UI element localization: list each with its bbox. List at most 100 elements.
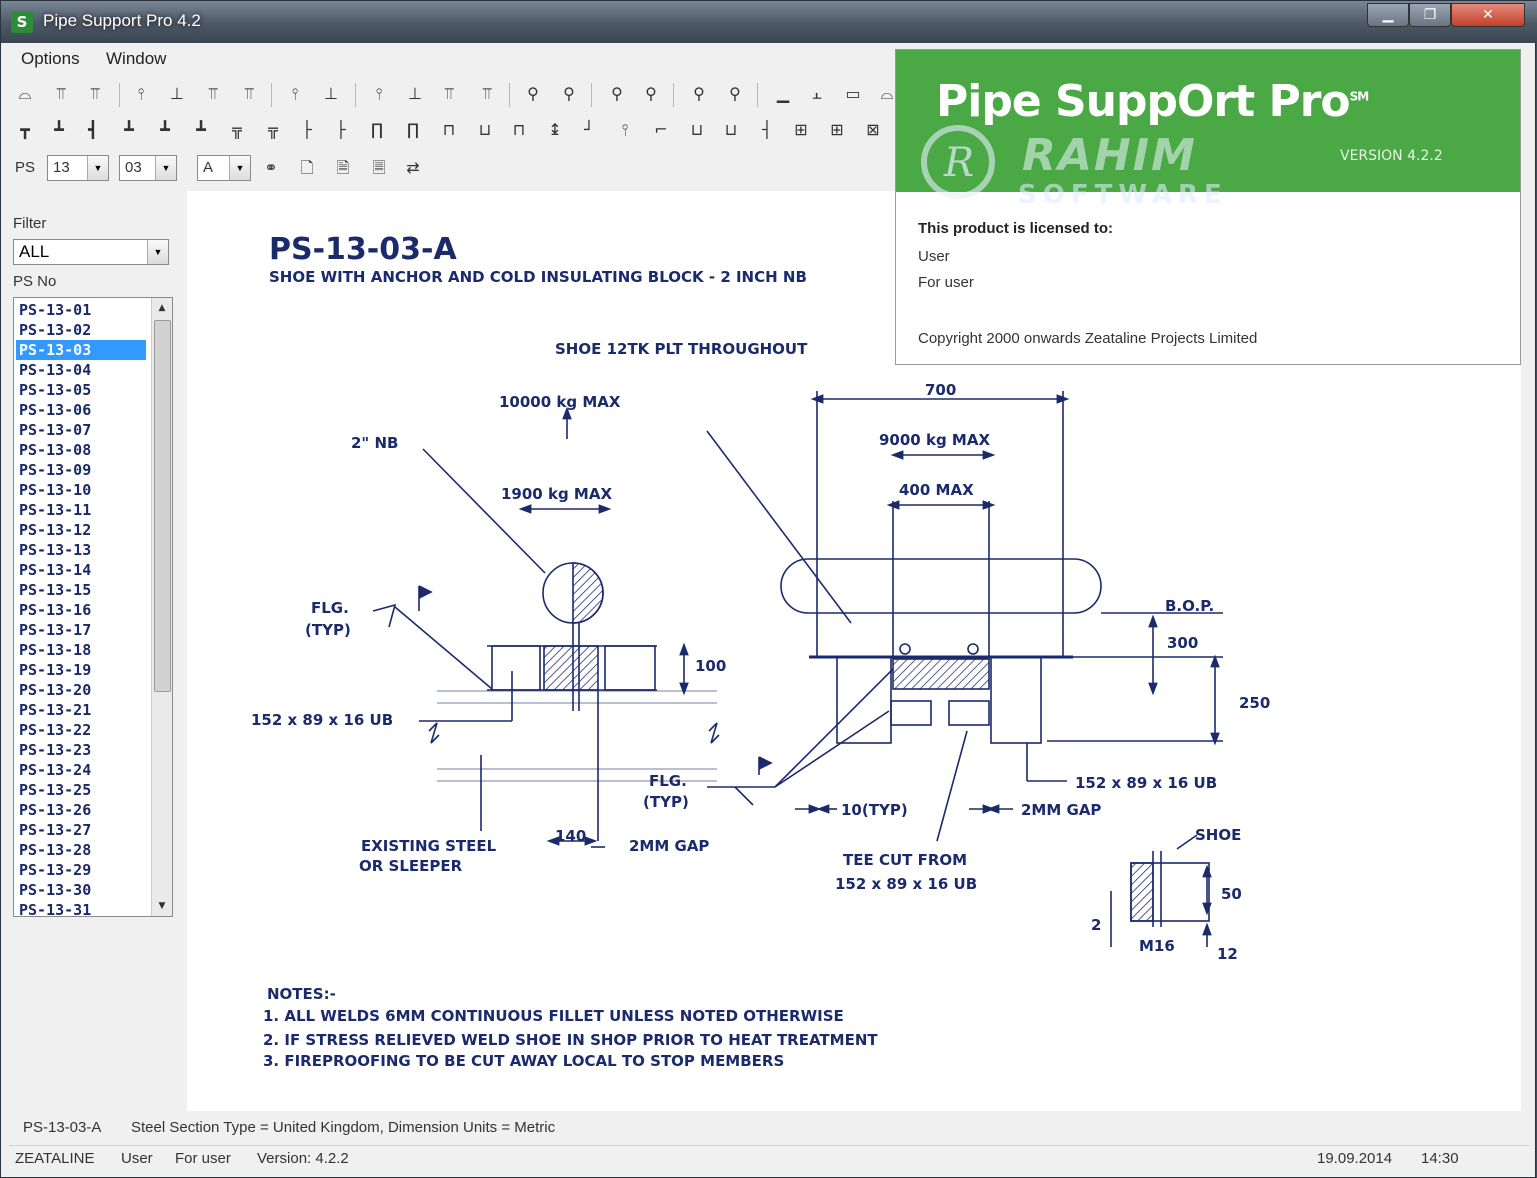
ps-list-item[interactable]: PS-13-21 <box>19 701 92 719</box>
ps-list-item[interactable]: PS-13-23 <box>19 741 92 759</box>
frame-base-3-icon[interactable]: ┻ <box>196 120 206 139</box>
frame-strut-icon[interactable]: ⌐ <box>654 120 668 139</box>
support-anchor-selected-icon[interactable]: ⫪ <box>482 84 492 103</box>
support-spring-double-icon[interactable]: ⚲ <box>563 84 575 103</box>
frame-strut-3-icon[interactable]: ⊔ <box>724 120 738 139</box>
frame-portal-2-icon[interactable]: ∏ <box>406 120 420 139</box>
frame-clamp-icon[interactable]: ⊞ <box>794 120 808 139</box>
ps-list-item[interactable]: PS-13-12 <box>19 521 92 539</box>
chevron-down-icon[interactable]: ▼ <box>229 156 250 180</box>
ps-list-item[interactable]: PS-13-30 <box>19 881 92 899</box>
frame-base-2-icon[interactable]: ┻ <box>160 120 170 139</box>
ps-list-item[interactable]: PS-13-08 <box>19 441 92 459</box>
support-shoe-icon[interactable]: ⫪ <box>208 84 218 103</box>
support-block-icon[interactable]: ▭ <box>845 84 861 103</box>
frame-cantilever-icon[interactable]: ├ <box>302 120 312 139</box>
support-anchor-icon[interactable]: ⫪ <box>444 84 454 103</box>
frame-box-3-icon[interactable]: ⊓ <box>512 120 526 139</box>
list-scrollbar[interactable]: ▲ ▼ <box>151 298 172 916</box>
frame-rod-icon[interactable]: ↨ <box>548 120 562 139</box>
ps-list-item[interactable]: PS-13-27 <box>19 821 92 839</box>
close-button[interactable]: ✕ <box>1451 3 1525 27</box>
ps-list-item[interactable]: PS-13-04 <box>19 361 92 379</box>
ps-list-item[interactable]: PS-13-06 <box>19 401 92 419</box>
ps-list-item[interactable]: PS-13-26 <box>19 801 92 819</box>
support-shoe-double-icon[interactable]: ⫪ <box>244 84 254 103</box>
frame-goalpost-2-icon[interactable]: ╦ <box>268 120 278 139</box>
ps-variant-select[interactable]: A ▼ <box>197 155 251 181</box>
frame-hanger-icon[interactable]: ┤ <box>762 120 772 139</box>
frame-rod-3-icon[interactable]: ⫯ <box>621 120 629 139</box>
find-binoculars-icon[interactable]: ⚭ <box>264 158 278 177</box>
frame-clamp-2-icon[interactable]: ⊞ <box>830 120 844 139</box>
ps-list-item[interactable]: PS-13-22 <box>19 721 92 739</box>
frame-portal-icon[interactable]: ∏ <box>370 120 384 139</box>
frame-post-icon[interactable]: ┻ <box>54 120 64 139</box>
support-constant-icon[interactable]: ⚲ <box>693 84 705 103</box>
ps-number-select[interactable]: 03 ▼ <box>119 155 177 181</box>
support-constant-double-icon[interactable]: ⚲ <box>729 84 741 103</box>
chevron-down-icon[interactable]: ▼ <box>87 156 108 180</box>
minimize-button[interactable]: ▁ <box>1367 3 1409 27</box>
frame-box-icon[interactable]: ⊓ <box>442 120 456 139</box>
frame-strut-2-icon[interactable]: ⊔ <box>690 120 704 139</box>
support-trunnion-double-icon[interactable]: ⫪ <box>90 84 100 103</box>
document-icon[interactable]: 🗏 <box>372 158 386 177</box>
frame-goalpost-icon[interactable]: ╦ <box>232 120 242 139</box>
ps-list-item[interactable]: PS-13-25 <box>19 781 92 799</box>
frame-t-icon[interactable]: ┳ <box>20 120 30 139</box>
ps-list-item[interactable]: PS-13-02 <box>19 321 92 339</box>
support-saddle-icon[interactable]: ⌓ <box>880 84 894 103</box>
title-bar[interactable]: S Pipe Support Pro 4.2 ▁ ❐ ✕ <box>1 1 1537 43</box>
ps-list-item[interactable]: PS-13-29 <box>19 861 92 879</box>
support-rest-icon[interactable]: ⌓ <box>18 84 32 103</box>
print-preview-icon[interactable]: 🗋 <box>300 158 314 177</box>
support-variable-double-icon[interactable]: ⚲ <box>645 84 657 103</box>
frame-cantilever-2-icon[interactable]: ├ <box>336 120 346 139</box>
export-icon[interactable]: 🗎 <box>336 158 350 177</box>
scroll-up-icon[interactable]: ▲ <box>158 303 166 313</box>
ps-list-item[interactable]: PS-13-13 <box>19 541 92 559</box>
ps-list-item[interactable]: PS-13-05 <box>19 381 92 399</box>
ps-list-item[interactable]: PS-13-24 <box>19 761 92 779</box>
menu-window[interactable]: Window <box>106 49 167 68</box>
ps-list-item[interactable]: PS-13-19 <box>19 661 92 679</box>
scroll-thumb[interactable] <box>154 320 171 692</box>
ps-list-item[interactable]: PS-13-11 <box>19 501 92 519</box>
ps-list-item[interactable]: PS-13-28 <box>19 841 92 859</box>
ps-list-item[interactable]: PS-13-15 <box>19 581 92 599</box>
ps-list-item[interactable]: PS-13-01 <box>19 301 92 319</box>
filter-select[interactable]: ALL ▼ <box>13 239 169 265</box>
ps-list-item[interactable]: PS-13-31 <box>19 901 92 919</box>
ps-series-select[interactable]: 13 ▼ <box>47 155 109 181</box>
ps-list-item[interactable]: PS-13-10 <box>19 481 92 499</box>
frame-bracket-icon[interactable]: ┫ <box>88 120 98 139</box>
ps-list-item[interactable]: PS-13-14 <box>19 561 92 579</box>
support-trunnion-icon[interactable]: ⫪ <box>56 84 66 103</box>
support-plate-icon[interactable]: ▁ <box>776 84 790 103</box>
maximize-button[interactable]: ❐ <box>1409 3 1451 27</box>
scroll-down-icon[interactable]: ▼ <box>158 901 166 911</box>
ps-list-item[interactable]: PS-13-18 <box>19 641 92 659</box>
ps-list-item[interactable]: PS-13-16 <box>19 601 92 619</box>
support-clamp-base-icon[interactable]: ⊥ <box>324 84 338 103</box>
support-spring-icon[interactable]: ⚲ <box>527 84 539 103</box>
support-rod-base-icon[interactable]: ⊥ <box>408 84 422 103</box>
frame-base-icon[interactable]: ┻ <box>124 120 134 139</box>
support-rod-icon[interactable]: ⫯ <box>375 84 383 103</box>
frame-box-2-icon[interactable]: ⊔ <box>478 120 492 139</box>
chevron-down-icon[interactable]: ▼ <box>147 240 168 264</box>
support-hanger-icon[interactable]: ⫯ <box>137 84 145 103</box>
menu-options[interactable]: Options <box>21 49 80 68</box>
chevron-down-icon[interactable]: ▼ <box>155 156 176 180</box>
ps-list-item[interactable]: PS-13-09 <box>19 461 92 479</box>
ps-list-item[interactable]: PS-13-07 <box>19 421 92 439</box>
swap-icon[interactable]: ⇄ <box>406 158 420 177</box>
ps-list-item[interactable]: PS-13-03 <box>16 340 146 360</box>
support-guide-icon[interactable]: ⊥ <box>170 84 184 103</box>
support-frame-icon[interactable]: ⫠ <box>812 84 822 103</box>
frame-clamp-3-icon[interactable]: ⊠ <box>866 120 880 139</box>
ps-list-item[interactable]: PS-13-20 <box>19 681 92 699</box>
frame-rod-2-icon[interactable]: ┘ <box>584 120 594 139</box>
